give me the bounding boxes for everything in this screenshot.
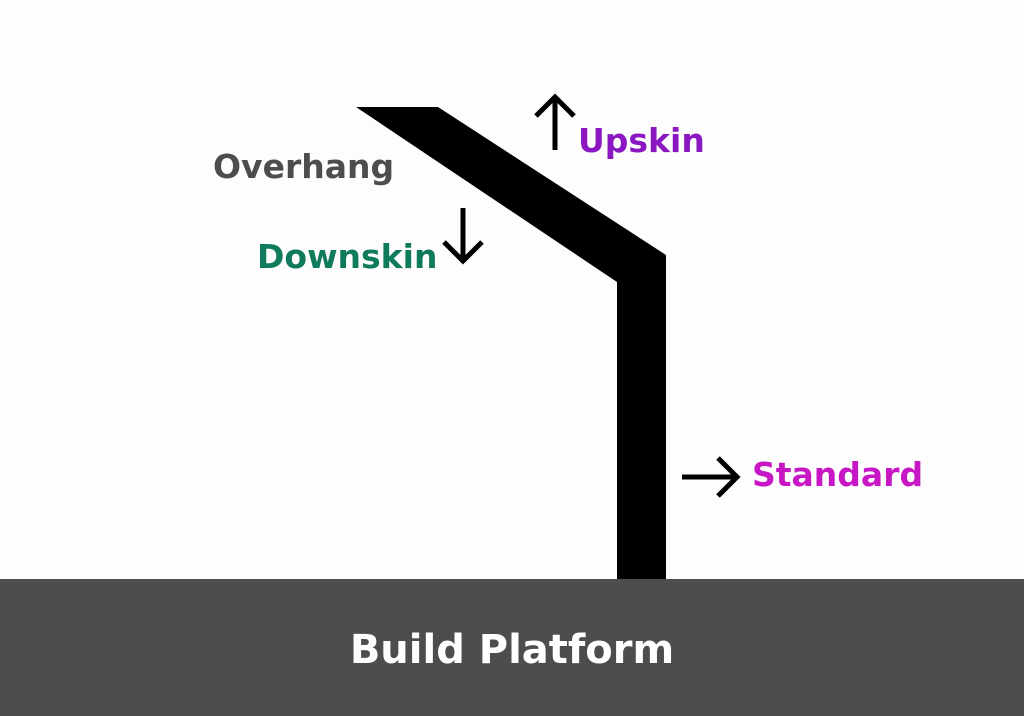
standard-label: Standard	[752, 455, 924, 494]
arrow-up-icon	[534, 93, 576, 150]
build-platform	[0, 579, 1024, 716]
downskin-label: Downskin	[257, 237, 438, 276]
overhang-label: Overhang	[213, 147, 395, 186]
build-platform-label: Build Platform	[349, 627, 675, 673]
upskin-label: Upskin	[578, 121, 705, 160]
arrow-right-icon	[682, 456, 741, 498]
arrow-down-icon	[442, 208, 484, 265]
printed-part	[356, 107, 666, 579]
